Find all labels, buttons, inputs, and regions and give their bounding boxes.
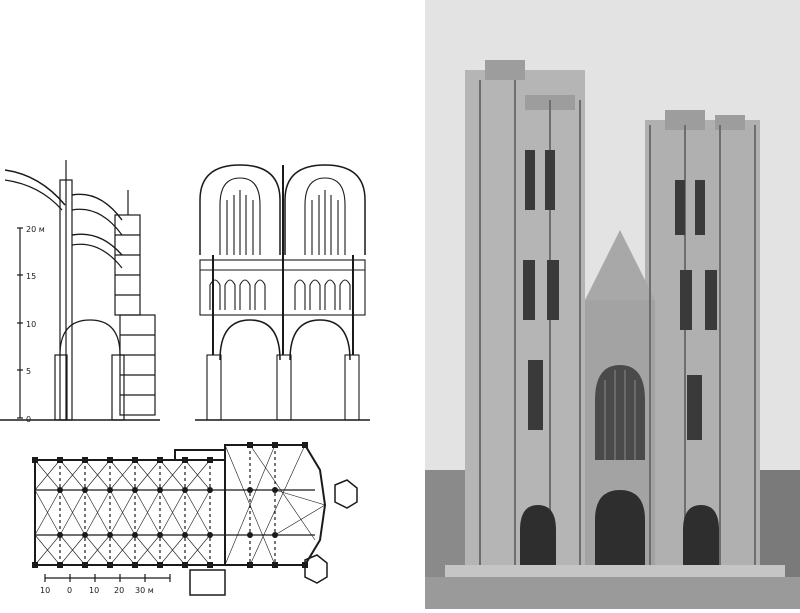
- interior-elevation-drawing: [195, 160, 370, 425]
- scale-tick-10: 10: [26, 320, 36, 329]
- plan-tick-30: 30 м: [135, 586, 154, 595]
- plan-tick-10: 10: [89, 586, 99, 595]
- cathedral-facade-photo: [425, 0, 800, 609]
- scale-tick-5: 5: [26, 367, 31, 376]
- plan-scale-bar: [44, 574, 171, 582]
- plan-tick-10-left: 10: [40, 586, 50, 595]
- elevation-svg: [195, 164, 370, 421]
- plan-tick-0: 0: [67, 586, 72, 595]
- scale-tick-15: 15: [26, 272, 36, 281]
- floor-plan-drawing: 10 0 10 20 30 м: [25, 430, 370, 600]
- cross-section-svg: 20 м 15 10 5 0: [0, 160, 160, 424]
- facade-photo-svg: [425, 0, 800, 609]
- floor-plan-svg: 10 0 10 20 30 м: [32, 442, 358, 596]
- scale-tick-20: 20 м: [26, 225, 45, 234]
- plan-tick-20: 20: [114, 586, 124, 595]
- scale-tick-0: 0: [26, 415, 31, 424]
- cross-section-drawing: 20 м 15 10 5 0: [0, 150, 165, 430]
